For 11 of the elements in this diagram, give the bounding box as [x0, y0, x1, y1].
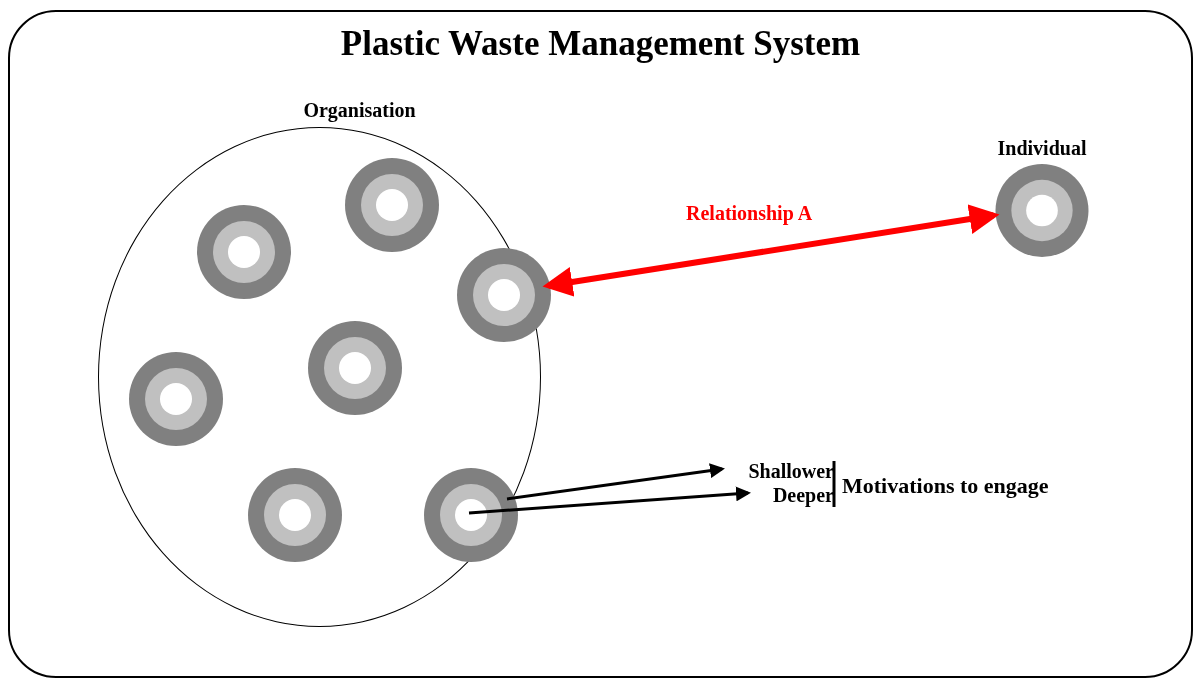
- group-heading: Organisation: [303, 98, 416, 123]
- arrow: [542, 204, 1000, 297]
- system-frame: [8, 10, 1193, 678]
- motivation-label: Shallower: [748, 461, 834, 481]
- arrow: [468, 486, 751, 515]
- node-label: Individual: [997, 136, 1087, 161]
- arrow: [506, 463, 725, 501]
- bracket-label: Motivations to engage: [842, 472, 1049, 500]
- frame-heading: Plastic Waste Management System: [340, 23, 861, 65]
- edge-label: Relationship A: [686, 200, 813, 226]
- motivation-label: Deeper: [772, 485, 834, 505]
